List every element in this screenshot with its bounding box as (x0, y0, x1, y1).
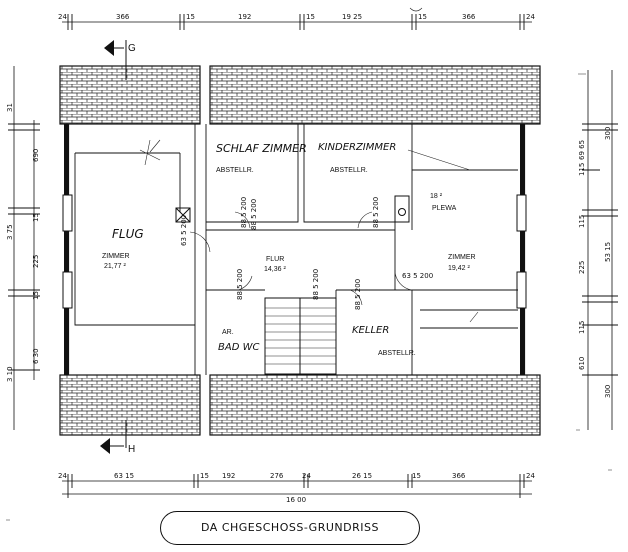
roof-band-bottom-left (59, 374, 201, 436)
dim-bottom: 63 15 (114, 472, 134, 480)
room-schlafzimmer-sub: ABSTELLR. (216, 167, 254, 174)
door-label: 88 5 200 (250, 199, 258, 230)
dim-right: 53 15 (604, 242, 612, 262)
dim-right: 115 (578, 215, 586, 228)
dim-left: 6 30 (32, 348, 40, 364)
room-zimmer-left-area: 21,77 ² (104, 263, 126, 270)
outer-wall (66, 124, 526, 375)
shaft-right (394, 195, 410, 223)
dimension-line-right: 300 115 69 65 115 225 53 15 115 610 300 (578, 70, 618, 430)
dim-right: 225 (578, 261, 586, 274)
dim-top: 366 (462, 13, 476, 21)
door-swings (149, 139, 471, 306)
window-right-2 (516, 271, 527, 309)
dim-left: 15 (32, 213, 40, 222)
dim-top: 15 (306, 13, 315, 21)
room-zimmer-left-name: ZIMMER (102, 253, 130, 260)
dim-top: 19 25 (342, 13, 362, 21)
door-label: 88 5 200 (312, 269, 320, 300)
room-zimmer-right-name: ZIMMER (448, 254, 476, 261)
room-keller: KELLER (352, 325, 389, 336)
room-bad-wc-name: BAD WC (218, 342, 259, 353)
door-label: 88 5 200 (236, 269, 244, 300)
dim-bottom: 276 (270, 472, 284, 480)
window-left-1 (62, 194, 73, 232)
room-zimmer-left-scribble: FLUG (112, 227, 144, 241)
dim-right: 300 (604, 127, 612, 140)
dim-left: 690 (32, 149, 40, 162)
dim-top: 24 (58, 13, 67, 21)
dim-bottom: 15 (412, 472, 421, 480)
dim-bottom: 24 (58, 472, 67, 480)
drawing-title-frame: DA CHGESCHOSS-GRUNDRISS (160, 511, 420, 545)
dim-top: 15 (186, 13, 195, 21)
room-kinderzimmer-name: KINDERZIMMER (318, 142, 396, 153)
dim-bottom: 26 15 (352, 472, 372, 480)
dimension-line-top: 24 366 15 192 15 19 25 15 366 24 (58, 13, 535, 30)
dim-right: 69 65 (578, 140, 586, 160)
dim-bottom: 24 (302, 472, 311, 480)
chimney (175, 207, 191, 223)
dim-top: 24 (526, 13, 535, 21)
dimension-line-bottom: 24 63 15 15 192 276 24 26 15 15 366 24 1… (58, 472, 535, 504)
door-label: 63 5 200 (180, 215, 188, 246)
window-left-2 (62, 271, 73, 309)
dim-bottom: 366 (452, 472, 466, 480)
dim-right: 610 (578, 357, 586, 370)
dim-left: 3 10 (6, 366, 14, 382)
room-plewa-name: PLEWA (432, 205, 457, 212)
interior-walls (74, 124, 518, 375)
window-right-1 (516, 194, 527, 232)
dim-bottom: 192 (222, 472, 235, 480)
wall-markers (139, 139, 479, 323)
room-abstellr-bottom: ABSTELLR. (378, 350, 416, 357)
door-label: 63 5 200 (402, 272, 433, 280)
dim-left: 225 (32, 255, 40, 268)
door-label: 88 5 200 (354, 279, 362, 310)
dim-bottom-total: 16 00 (286, 496, 306, 504)
dim-left: 15 (32, 291, 40, 300)
dim-left: 31 (6, 103, 14, 112)
scan-marks (6, 7, 612, 521)
roof-band-bottom-right (209, 374, 541, 436)
dim-bottom: 15 (200, 472, 209, 480)
drawing-title: DA CHGESCHOSS-GRUNDRISS (201, 521, 379, 534)
dim-top: 192 (238, 13, 251, 21)
room-plewa-note: 18 ² (430, 193, 443, 200)
room-kinderzimmer-sub: ABSTELLR. (330, 167, 368, 174)
dim-right: 115 (578, 163, 586, 176)
room-flur-area: 14,36 ² (264, 266, 286, 273)
staircase (264, 297, 337, 375)
svg-text:H: H (128, 444, 135, 455)
room-schlafzimmer-name: SCHLAF ZIMMER (216, 142, 307, 155)
section-mark-top: G (104, 40, 136, 80)
chimney-fill (175, 207, 191, 223)
dim-right: 115 (578, 321, 586, 334)
dim-bottom: 24 (526, 472, 535, 480)
dim-left: 3 75 (6, 224, 14, 240)
shaft-circle (398, 208, 406, 216)
roof-band-top-left (59, 65, 201, 125)
room-flur-name: FLUR (266, 256, 284, 263)
dimension-line-left: 31 690 15 3 75 225 15 6 30 3 10 (6, 66, 40, 430)
door-label: 88 5 200 (372, 197, 380, 228)
room-bad-wc-top: AR. (222, 329, 234, 336)
section-mark-bottom: H (100, 420, 135, 455)
dim-top: 15 (418, 13, 427, 21)
dim-top: 366 (116, 13, 130, 21)
door-label: 88 5 200 (240, 197, 248, 228)
roof-band-top-right (209, 65, 541, 125)
svg-text:G: G (128, 43, 136, 54)
dim-right: 300 (604, 385, 612, 398)
room-zimmer-right-area: 19,42 ² (448, 265, 470, 272)
